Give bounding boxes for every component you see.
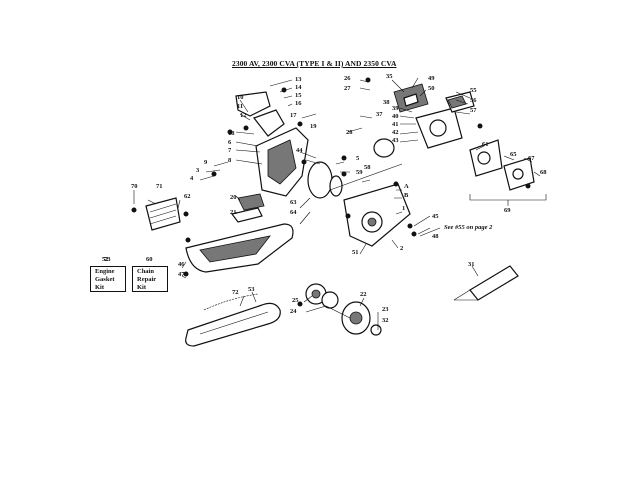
callout: 10 (237, 94, 244, 101)
callout: 72 (232, 289, 239, 296)
callout: 1 (402, 205, 406, 212)
diagram-title: 2300 AV, 2300 CVA (TYPE I & II) AND 2350… (232, 59, 397, 68)
callout: 16 (295, 100, 302, 107)
callout: 5 (356, 155, 360, 162)
callout: 25 (292, 297, 299, 304)
callout: 62 (184, 193, 191, 200)
callout: 19 (310, 123, 317, 130)
callout: 22 (360, 291, 367, 298)
saw-chain (203, 293, 259, 311)
kit-line: Chain (137, 268, 154, 275)
callout: 23 (382, 306, 389, 313)
callout: 12 (240, 112, 247, 119)
reference-note: See #55 on page 2 (444, 224, 493, 231)
handle-bracket (235, 91, 271, 117)
callout: 32 (382, 317, 389, 324)
callout: 11 (237, 103, 244, 110)
callout: 47 (178, 271, 185, 278)
kit-number: 73 (104, 256, 111, 263)
callout: 64 (290, 209, 297, 216)
callout: 44 (296, 147, 303, 154)
callout: 6 (228, 139, 232, 146)
callout: 68 (540, 169, 547, 176)
callout: 55 (470, 87, 477, 94)
callout: 49 (428, 75, 435, 82)
callout: 3 (196, 167, 200, 174)
callout: 26 (344, 75, 351, 82)
callout: 13 (295, 76, 302, 83)
callout: B (404, 192, 409, 199)
callout: 63 (290, 199, 297, 206)
callout: 38 (383, 99, 390, 106)
fan-cover (307, 161, 333, 199)
kit-line: Repair (137, 276, 157, 283)
callout: 59 (356, 169, 363, 176)
callout: 56 (470, 97, 477, 104)
callout: 65 (510, 151, 517, 158)
callout: 35 (386, 73, 393, 80)
callout: 15 (295, 92, 302, 99)
callout: 42 (392, 129, 399, 136)
callout: 21 (230, 209, 237, 216)
callout: 24 (290, 308, 297, 315)
callout: 7 (228, 147, 232, 154)
callout: 50 (428, 85, 435, 92)
callout: 67 (528, 155, 535, 162)
chain-repair-kit-box: Chain Repair Kit (132, 266, 168, 292)
callout: 40 (392, 113, 399, 120)
kit-line: Gasket (95, 276, 115, 283)
callout: 31 (468, 261, 475, 268)
callout: 18 (228, 130, 235, 137)
callout: 61 (482, 141, 489, 148)
engine-gasket-kit-box: Engine Gasket Kit (90, 266, 126, 292)
kit-line: Kit (137, 284, 147, 291)
kit-number: 60 (146, 256, 153, 263)
callout: 53 (248, 286, 255, 293)
callout: 27 (344, 85, 351, 92)
callout: 70 (131, 183, 138, 190)
callout: 8 (228, 157, 232, 164)
guide-bar (185, 302, 281, 347)
callout: 71 (156, 183, 163, 190)
callout: 17 (290, 112, 297, 119)
callout: 14 (295, 84, 302, 91)
piston (373, 138, 395, 158)
callout: A (404, 183, 409, 190)
callout: 20 (230, 194, 237, 201)
callout: 4 (190, 175, 194, 182)
callout: 41 (392, 121, 399, 128)
callout: 69 (504, 207, 511, 214)
callout: 51 (352, 249, 359, 256)
callout: 46 (178, 261, 185, 268)
callout: 2 (400, 245, 404, 252)
kit-line: Engine (95, 268, 115, 275)
callout: 28 (346, 129, 353, 136)
grease-tube (469, 265, 519, 301)
callout: 45 (432, 213, 439, 220)
callout: 57 (470, 107, 477, 114)
callout: 58 (364, 164, 371, 171)
kit-line: Kit (95, 284, 105, 291)
callout: 37 (376, 111, 383, 118)
callout: 52 (102, 256, 109, 263)
callout: 39 (392, 105, 399, 112)
callout: 43 (392, 137, 399, 144)
callout: 9 (204, 159, 208, 166)
callout: 48 (432, 233, 439, 240)
